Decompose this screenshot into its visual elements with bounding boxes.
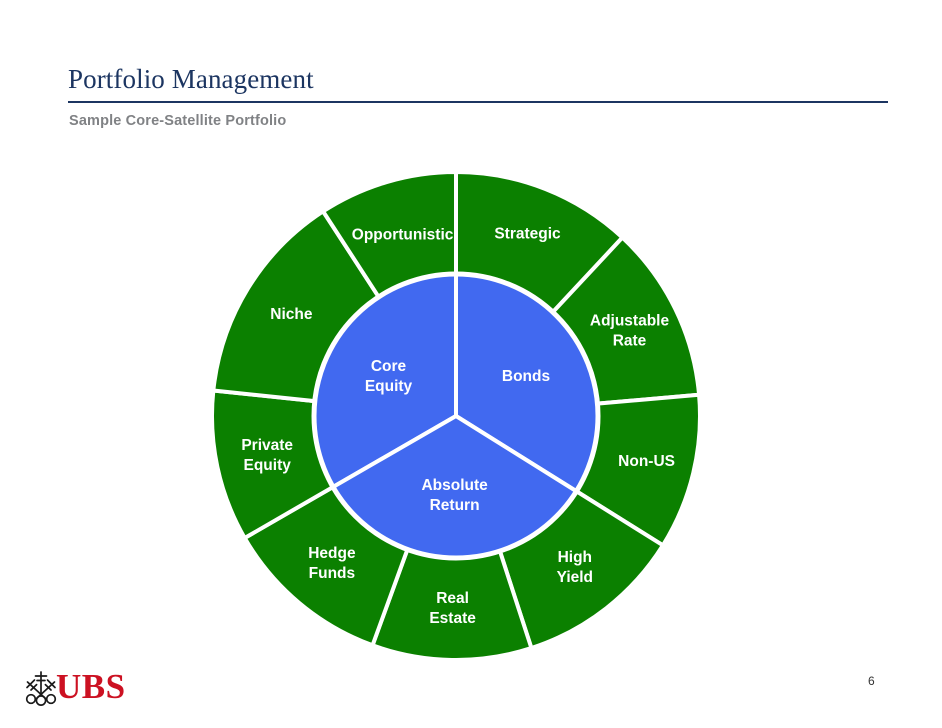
title-divider	[68, 101, 888, 103]
core-ring-outline	[311, 271, 601, 561]
ubs-wordmark: UBS	[56, 667, 126, 706]
slice-label-bonds: Bonds	[502, 368, 550, 385]
slice-label-non-us: Non-US	[618, 453, 675, 470]
slice-label-niche: Niche	[270, 306, 313, 323]
page-title: Portfolio Management	[68, 64, 314, 94]
ubs-keys-logo	[25, 671, 57, 706]
slice-label-strategic: Strategic	[494, 226, 561, 243]
core-ring	[311, 271, 601, 561]
page-number: 6	[868, 674, 875, 688]
slice-label-opportunistic: Opportunistic	[352, 227, 454, 244]
page-subtitle: Sample Core-Satellite Portfolio	[69, 113, 287, 129]
